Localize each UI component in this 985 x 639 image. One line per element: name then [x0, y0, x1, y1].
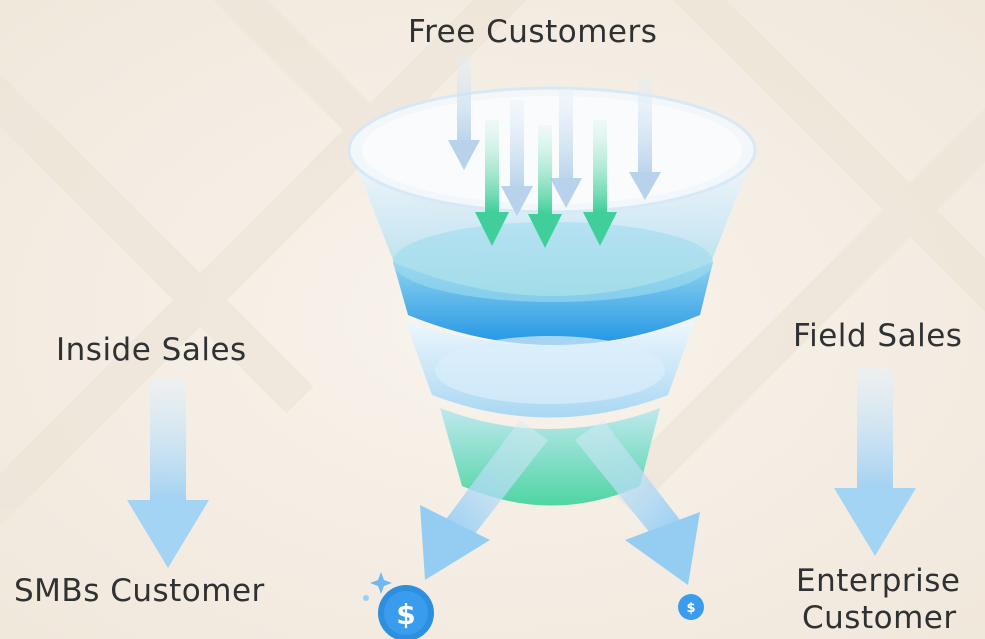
grey-arrow-4	[629, 78, 661, 200]
outgoing-arrow-right	[575, 420, 700, 585]
grey-arrow-2	[501, 100, 533, 216]
incoming-grey-arrows	[448, 55, 661, 216]
svg-text:$: $	[686, 601, 695, 616]
green-arrow-3	[583, 120, 617, 246]
field-sales-label: Field Sales	[793, 318, 963, 354]
enterprise-label: Enterprise	[796, 563, 961, 599]
incoming-green-arrows	[475, 120, 617, 248]
field-sales-arrow	[834, 368, 916, 556]
funnel-middle-band	[405, 320, 695, 418]
dollar-coin-small-icon: $	[678, 594, 704, 620]
inside-sales-arrow	[127, 380, 209, 568]
customer-label: Customer	[802, 600, 957, 636]
outgoing-arrow-left	[420, 420, 548, 580]
inside-sales-label: Inside Sales	[56, 332, 247, 368]
green-arrow-1	[475, 120, 509, 246]
free-customers-label: Free Customers	[408, 14, 658, 50]
sparkle-icon	[363, 572, 392, 601]
grey-arrow-3	[550, 88, 582, 208]
green-arrow-2	[528, 125, 562, 248]
grey-arrow-1	[448, 55, 480, 170]
smbs-customer-label: SMBs Customer	[14, 573, 265, 609]
funnel-blue-band	[393, 222, 713, 345]
svg-text:$: $	[396, 598, 415, 631]
dollar-coin-large-icon: $	[378, 585, 434, 639]
